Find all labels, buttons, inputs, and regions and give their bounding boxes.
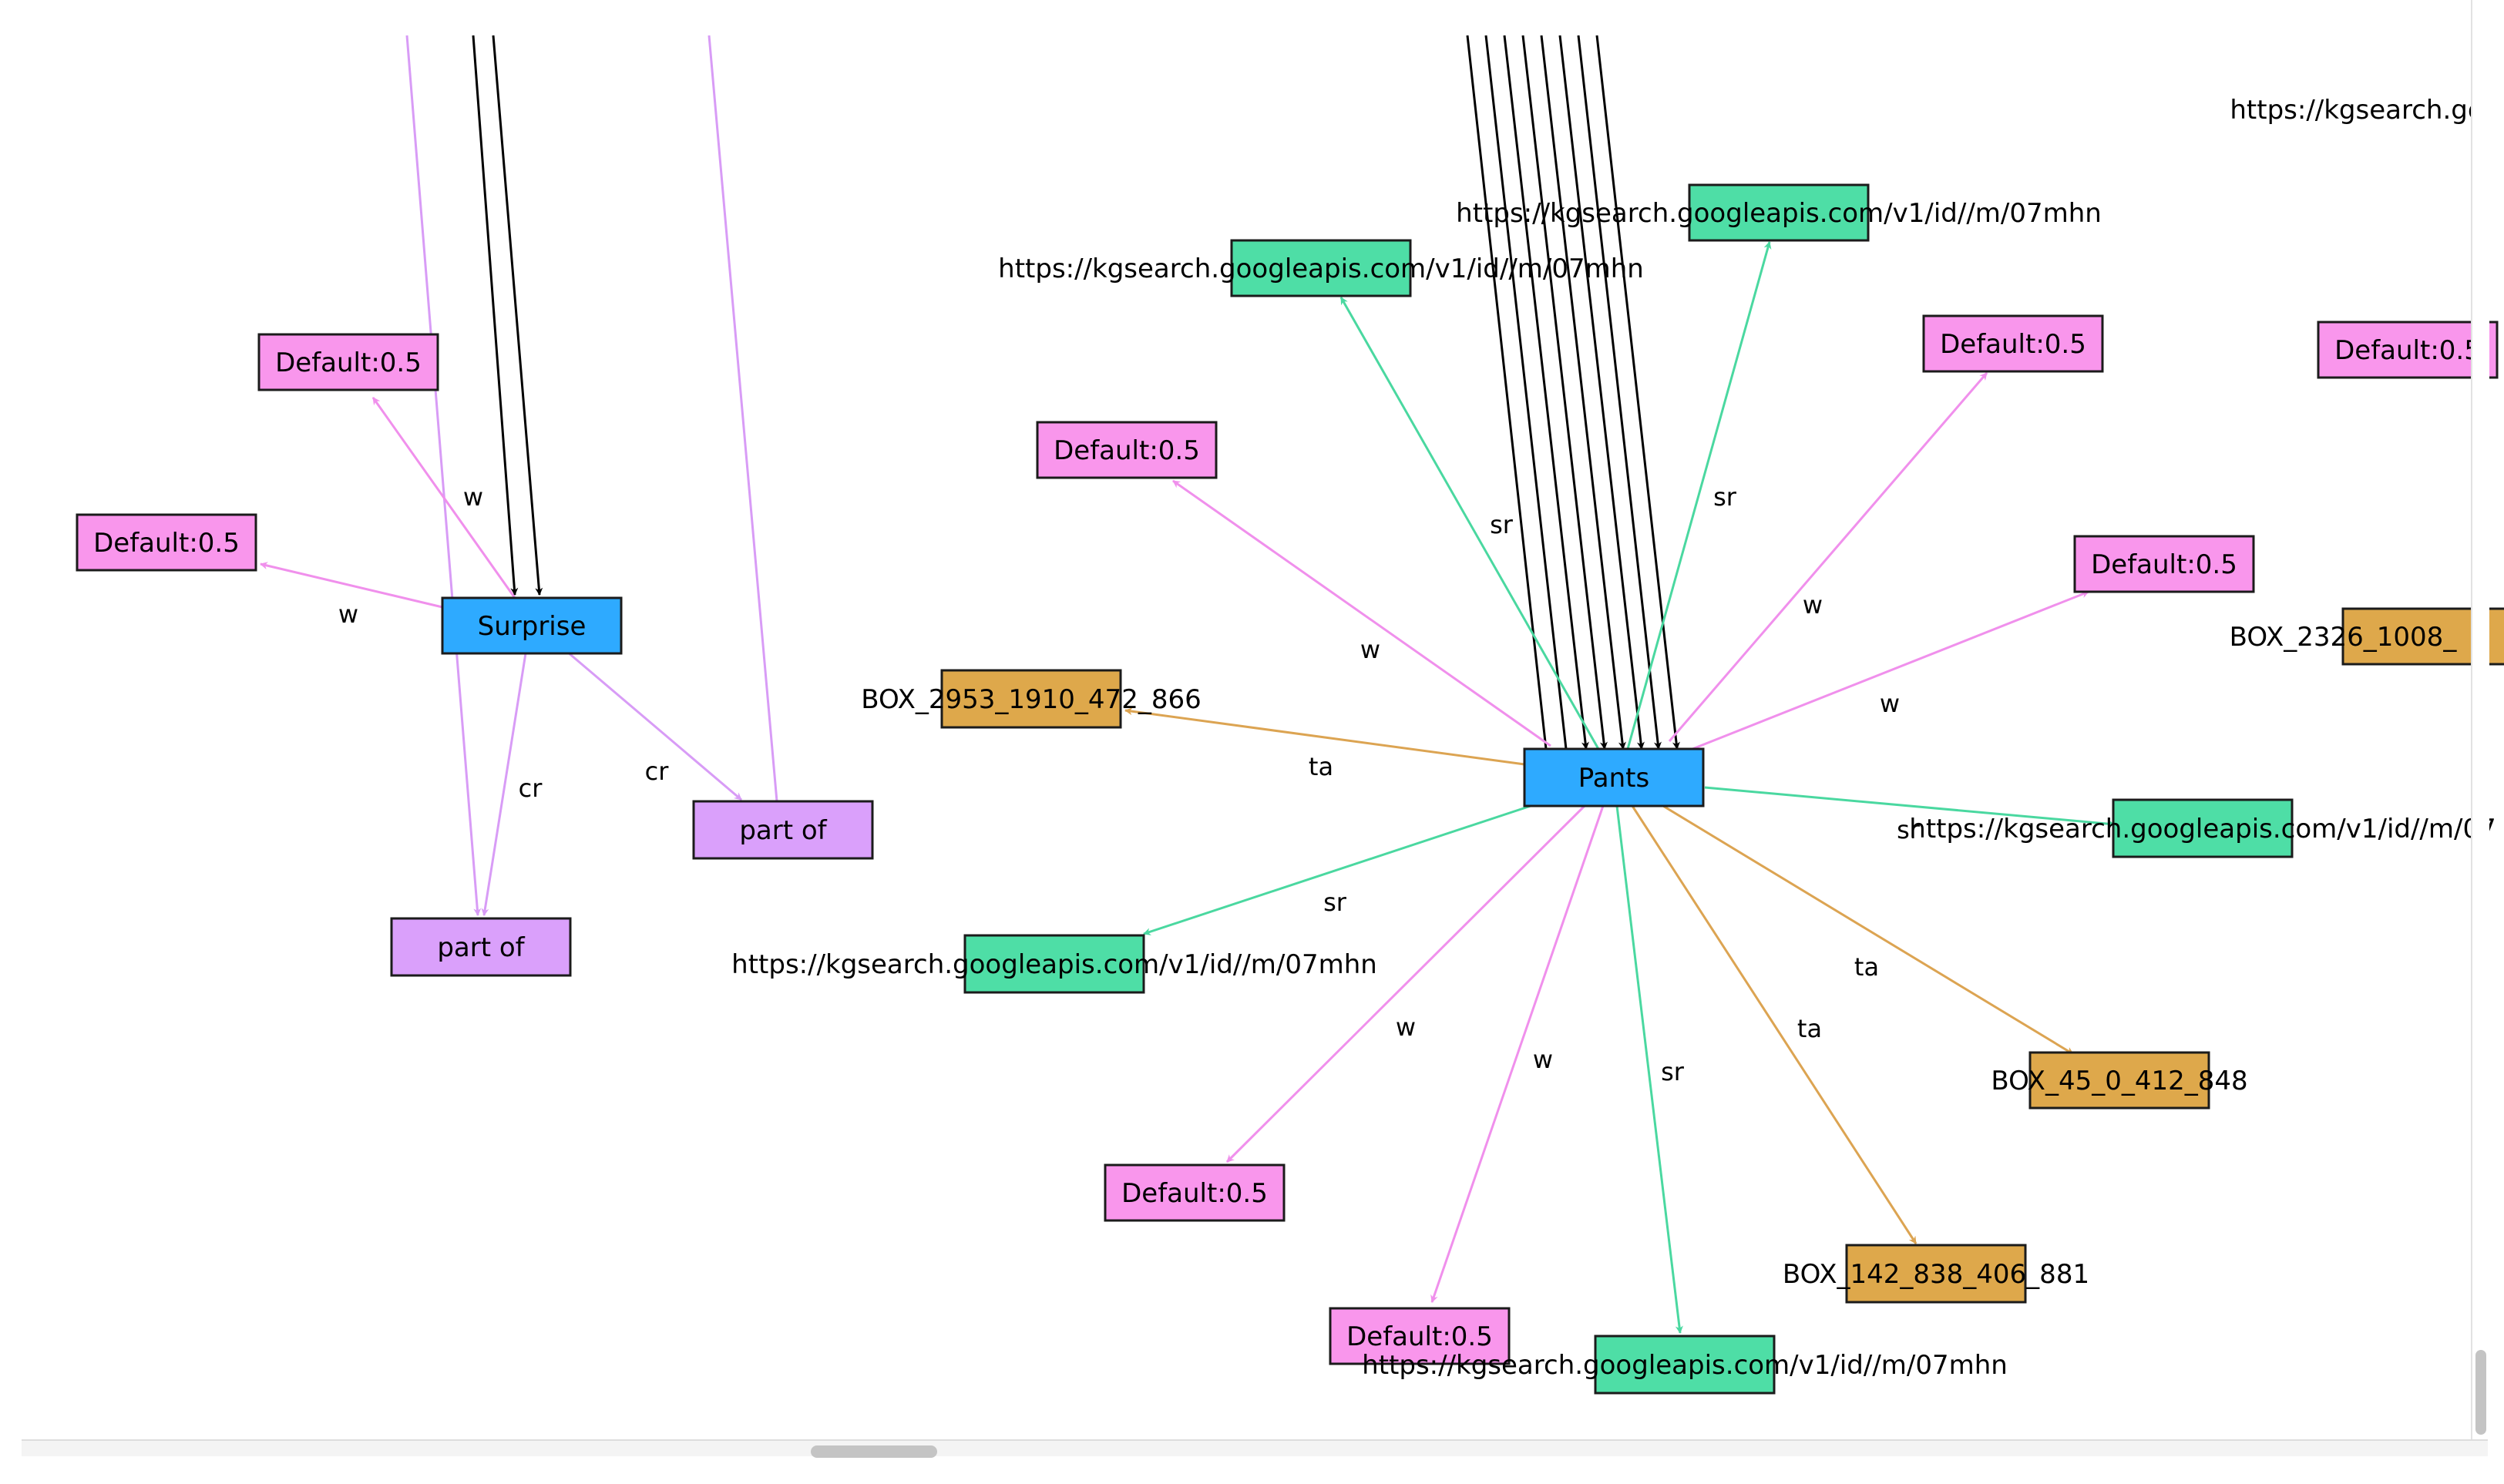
edge-label: sr <box>1323 888 1347 917</box>
relation-node-part-of[interactable]: part of <box>692 800 874 860</box>
edge-pants-w-up-right <box>1668 372 1988 742</box>
relation-node-part-of[interactable]: part of <box>390 917 572 977</box>
edge-label: ta <box>1797 1014 1822 1043</box>
edge-pants-w-down <box>1430 805 1605 1303</box>
edge-surprise-cr-down <box>481 653 527 916</box>
edge-label: ta <box>1309 752 1333 781</box>
default-node[interactable]: Default:0.5 <box>1036 421 1218 479</box>
node-label: BOX_45_0_412_848 <box>1991 1066 2247 1096</box>
edge-surprise-cr-right <box>566 650 742 801</box>
default-node[interactable]: Default:0.5 <box>1922 314 2104 373</box>
entity-node-pants[interactable]: Pants <box>1523 747 1705 807</box>
edge-black-pants-4 <box>1521 35 1608 750</box>
edge-black-pants-8 <box>1595 35 1680 750</box>
node-label: part of <box>739 815 827 846</box>
edge-pants-sr-down <box>1615 805 1683 1334</box>
edge-black-pants-2 <box>1484 35 1568 750</box>
edge-pants-sr-down-left <box>1143 804 1531 935</box>
node-label: Default:0.5 <box>93 528 240 559</box>
edge-labels: sr sr w w w ta sr sr w w sr ta ta w w cr… <box>338 482 1921 1086</box>
node-label: Default:0.5 <box>2334 335 2481 366</box>
node-label: Default:0.5 <box>1121 1178 1268 1209</box>
node-label: https://kgsearch.googleapis.com/v1/id//m… <box>731 949 1377 980</box>
edge-label: w <box>1803 590 1823 619</box>
edge-label: cr <box>645 757 670 786</box>
node-label: part of <box>437 932 525 963</box>
edge-top-to-partof-1 <box>708 35 778 802</box>
vertical-scrollbar-thumb[interactable] <box>2475 1350 2486 1435</box>
box-node[interactable]: BOX_2953_1910_472_866 <box>861 669 1202 729</box>
box-node[interactable]: BOX_45_0_412_848 <box>1991 1051 2248 1110</box>
box-node[interactable]: BOX_142_838_406_881 <box>1783 1244 2089 1304</box>
edge-pants-w-down-left <box>1225 804 1586 1163</box>
edge-black-pants-1 <box>1466 35 1548 750</box>
vertical-scrollbar[interactable] <box>2471 0 2489 1439</box>
uri-node[interactable]: https://kgsearch.go <box>2230 95 2483 126</box>
node-label: BOX_2326_1008_ <box>2230 622 2458 653</box>
edge-top-to-partof-2 <box>405 35 482 916</box>
horizontal-scrollbar-thumb[interactable] <box>811 1445 937 1458</box>
box-node[interactable]: BOX_2326_1008_ <box>2230 607 2504 666</box>
edge-pants-w-right <box>1692 590 2089 750</box>
edge-black-pants-3 <box>1503 35 1589 750</box>
edge-label: w <box>1880 689 1900 718</box>
edge-pants-w-up-left <box>1172 479 1551 747</box>
node-label: Default:0.5 <box>275 347 422 378</box>
default-node[interactable]: Default:0.5 <box>257 333 439 391</box>
node-label: https://kgsearch.googleapis.com/v1/id//m… <box>1909 814 2496 844</box>
edge-label: ta <box>1854 952 1879 982</box>
uri-node[interactable]: https://kgsearch.googleapis.com/v1/id//m… <box>1456 183 2102 242</box>
edges <box>260 35 2116 1334</box>
edge-label: w <box>1360 635 1380 664</box>
edge-label: w <box>1533 1045 1553 1074</box>
edge-black-pants-6 <box>1558 35 1645 750</box>
edge-black-surprise-1 <box>472 35 519 596</box>
edge-surprise-w-left <box>260 562 443 609</box>
node-label: Default:0.5 <box>1054 435 1200 466</box>
uri-node[interactable]: https://kgsearch.googleapis.com/v1/id//m… <box>998 239 1644 297</box>
edge-label: sr <box>1713 482 1737 512</box>
edge-black-pants-5 <box>1540 35 1626 750</box>
edge-black-pants-7 <box>1577 35 1662 750</box>
edge-surprise-w-up <box>371 397 516 599</box>
node-label: BOX_2953_1910_472_866 <box>861 684 1201 715</box>
default-node[interactable]: Default:0.5 <box>2317 321 2499 379</box>
edge-label: w <box>463 482 483 512</box>
uri-node[interactable]: https://kgsearch.googleapis.com/v1/id//m… <box>1909 798 2496 858</box>
node-label: Surprise <box>478 611 587 642</box>
entity-node-surprise[interactable]: Surprise <box>441 596 623 655</box>
node-label: https://kgsearch.googleapis.com/v1/id//m… <box>998 253 1644 284</box>
node-label: Pants <box>1578 763 1649 794</box>
nodes: Pants Surprise Default:0.5 Default:0.5 D… <box>76 95 2504 1395</box>
edge-pants-sr-right <box>1704 786 2116 828</box>
default-node[interactable]: Default:0.5 <box>1104 1163 1286 1222</box>
edge-pants-ta-down-right <box>1662 804 2074 1056</box>
edge-label: w <box>1396 1012 1416 1042</box>
node-label: https://kgsearch.googleapis.com/v1/id//m… <box>1362 1350 2008 1381</box>
uri-node[interactable]: https://kgsearch.googleapis.com/v1/id//m… <box>731 934 1377 994</box>
edge-pants-sr-up-left <box>1339 297 1600 750</box>
edge-label: sr <box>1661 1057 1685 1086</box>
node-label: Default:0.5 <box>1940 329 2086 360</box>
horizontal-scrollbar[interactable] <box>22 1439 2488 1456</box>
edge-label: cr <box>519 774 543 803</box>
edge-label: w <box>338 599 358 629</box>
edge-pants-ta-down <box>1631 805 1917 1244</box>
edge-label: sr <box>1897 815 1921 844</box>
default-node[interactable]: Default:0.5 <box>76 513 257 572</box>
default-node[interactable]: Default:0.5 <box>2073 535 2255 593</box>
node-label: BOX_142_838_406_881 <box>1783 1259 2089 1290</box>
edge-label: sr <box>1490 510 1514 539</box>
default-node[interactable]: Default:0.5 <box>1329 1307 1511 1365</box>
node-label: https://kgsearch.googleapis.com/v1/id//m… <box>1456 198 2102 229</box>
uri-node[interactable]: https://kgsearch.googleapis.com/v1/id//m… <box>1362 1335 2008 1395</box>
edge-pants-sr-up-right <box>1626 241 1772 750</box>
node-label: https://kgsearch.go <box>2230 95 2483 126</box>
edge-pants-ta-left <box>1124 707 1525 766</box>
node-label: Default:0.5 <box>2091 549 2237 580</box>
edge-black-surprise-2 <box>492 35 543 596</box>
node-label: Default:0.5 <box>1346 1321 1493 1352</box>
